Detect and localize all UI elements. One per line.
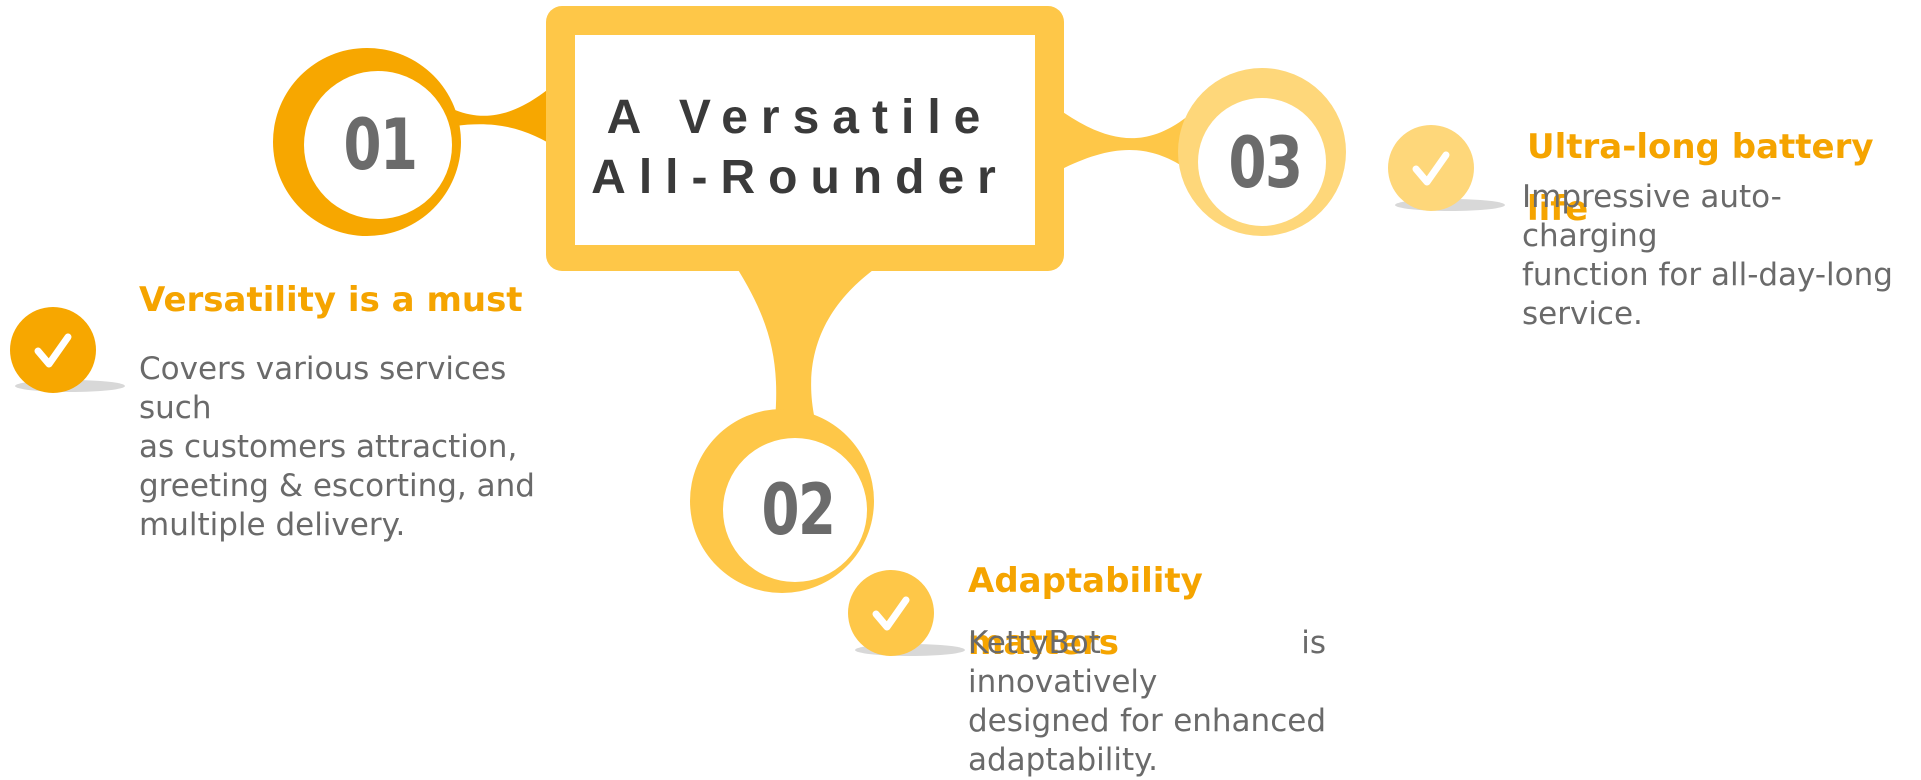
check-icon <box>1388 125 1474 211</box>
connector-02 <box>735 265 880 420</box>
title-line-1: A Versatile <box>606 91 994 144</box>
node-01-center <box>304 71 452 219</box>
check-icon <box>10 307 96 393</box>
connector-01 <box>455 80 560 150</box>
title-line-2: All-Rounder <box>591 151 1009 204</box>
feature-2-body-line: adaptability. <box>968 742 1158 778</box>
node-number-03: 03 <box>1228 122 1303 204</box>
diagram-graphic <box>15 6 1505 656</box>
node-03-center <box>1198 98 1326 226</box>
feature-2-body-line: KettyBot is innovatively <box>968 625 1326 700</box>
connector-03 <box>1060 110 1195 175</box>
feature-3-heading-line-1: Ultra-long battery <box>1527 127 1874 167</box>
feature-1-body: Covers various services such as customer… <box>139 350 579 545</box>
feature-2-body-line: designed for enhanced <box>968 703 1326 739</box>
feature-1-heading: Versatility is a must <box>139 280 523 320</box>
feature-3-body-line: service. <box>1522 296 1643 332</box>
title-box-inner <box>575 35 1035 245</box>
feature-3-heading-line-2: life <box>1527 189 1589 229</box>
node-number-01: 01 <box>343 104 418 186</box>
feature-3-body: Impressive auto-charging function for al… <box>1522 178 1912 334</box>
node-02-center <box>723 438 867 582</box>
feature-2-heading-line-1: Adaptability <box>968 561 1203 601</box>
feature-1-body-line: Covers various services such <box>139 351 507 426</box>
feature-3-body-line: Impressive auto-charging <box>1522 179 1782 254</box>
check-icon <box>848 570 934 656</box>
feature-2-heading-line-2: matters <box>968 623 1119 663</box>
title: A Versatile All-Rounder <box>575 88 1025 208</box>
feature-3-body-line: function for all-day-long <box>1522 257 1893 293</box>
feature-1-body-line: as customers attraction, <box>139 429 518 465</box>
feature-2-body: KettyBot is innovatively designed for en… <box>968 624 1326 780</box>
feature-1-body-line: greeting & escorting, and <box>139 468 535 504</box>
feature-1-body-line: multiple delivery. <box>139 507 406 543</box>
node-number-02: 02 <box>761 469 836 551</box>
